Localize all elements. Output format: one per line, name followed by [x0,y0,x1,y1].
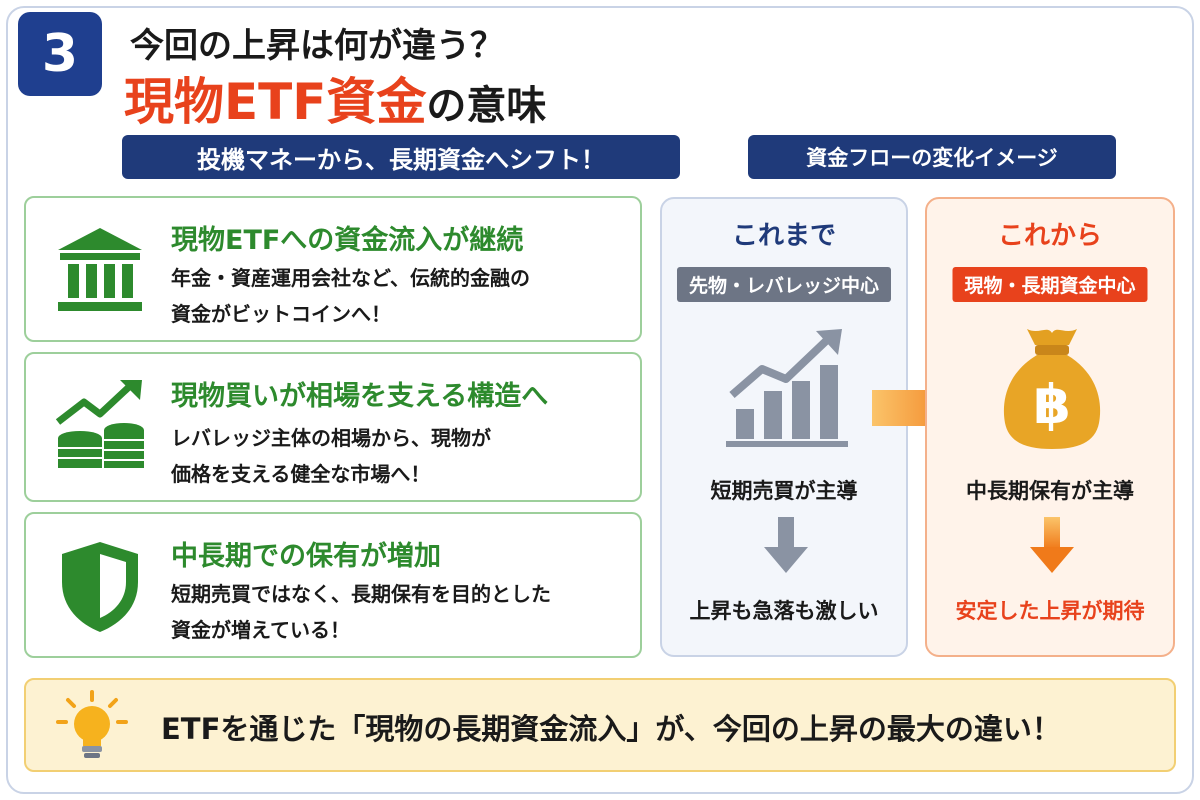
card-heading: 現物買いが相場を支える構造へ [171,381,549,412]
lightbulb-icon [56,690,128,758]
card-etf-inflow: 現物ETFへの資金流入が継続 年金・資産運用会社など、伝統的金融の 資金がビット… [24,196,642,342]
flow-banner: 資金フローの変化イメージ [748,135,1116,179]
flow-after-panel: これから 現物・長期資金中心 ฿ 中長期保有が主導 安定した上昇が期待 [925,197,1175,657]
bank-icon [58,228,142,311]
card-text-line: 資金がビットコインへ！ [171,302,391,326]
title-main: 現物ETF資金の意味 [124,62,546,134]
flow-before-panel: これまで 先物・レバレッジ中心 短期売買が主導 上昇も急落も激しい [660,197,908,657]
card-text-line: レバレッジ主体の相場から、現物が [171,426,491,450]
flow-after-title: これから [997,221,1102,251]
shield-icon [62,542,138,632]
svg-text:฿: ฿ [1033,373,1071,436]
flow-after-text2: 安定した上昇が期待 [955,599,1145,623]
card-text-line: 短期売買ではなく、長期保有を目的とした [171,582,551,606]
flow-before-chip: 先物・レバレッジ中心 [676,267,892,302]
flow-before-text2: 上昇も急落も激しい [689,599,879,623]
flow-after-text1: 中長期保有が主導 [966,479,1134,503]
card-text-line: 年金・資産運用会社など、伝統的金融の [171,266,530,290]
section-number-badge: 3 [18,12,102,96]
title-accent: 現物ETF資金 [124,73,427,131]
conclusion-text: ETFを通じた「現物の長期資金流入」が、今回の上昇の最大の違い！ [161,712,1061,746]
shift-banner: 投機マネーから、長期資金へシフト！ [122,135,680,179]
card-text-line: 資金が増えている！ [171,618,350,642]
card-spot-buying: 現物買いが相場を支える構造へ レバレッジ主体の相場から、現物が 価格を支える健全… [24,352,642,502]
down-arrow-icon [1030,517,1074,573]
conclusion-bar: ETFを通じた「現物の長期資金流入」が、今回の上昇の最大の違い！ [24,678,1176,772]
card-heading: 現物ETFへの資金流入が継続 [171,225,524,256]
card-long-term-holding: 中長期での保有が増加 短期売買ではなく、長期保有を目的とした 資金が増えている！ [24,512,642,658]
flow-before-title: これまで [731,221,836,251]
rising-chart-icon [726,329,848,447]
flow-before-text1: 短期売買が主導 [710,479,858,503]
down-arrow-icon [764,517,808,573]
title-rest: の意味 [426,83,547,129]
card-text-line: 価格を支える健全な市場へ！ [171,462,431,486]
title-question: 今回の上昇は何が違う？ [130,26,504,66]
bitcoin-bag-icon: ฿ [1003,329,1101,449]
flow-after-chip: 現物・長期資金中心 [952,267,1148,302]
growth-coins-icon [55,380,144,468]
card-heading: 中長期での保有が増加 [171,541,441,572]
